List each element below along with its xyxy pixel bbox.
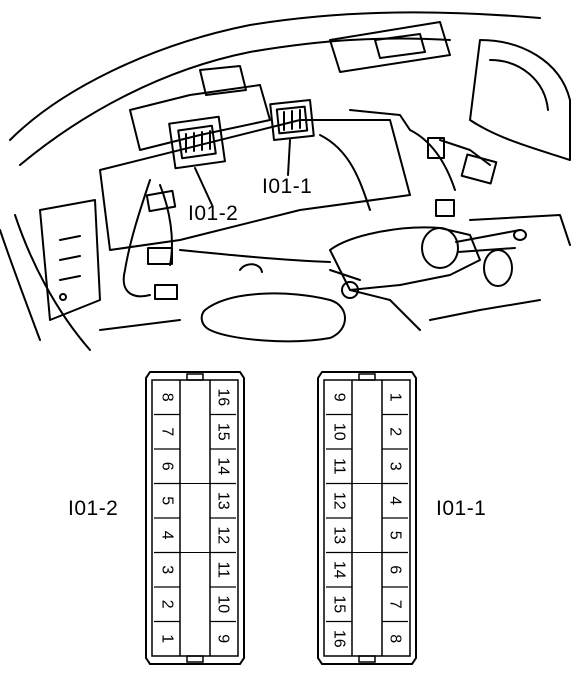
connector-i01-1-pin-14: 14: [331, 561, 348, 579]
connector-i01-1-pin-1: 1: [387, 393, 404, 402]
connector-i01-1-pin-11: 11: [331, 458, 348, 475]
connector-i01-2-pin-1: 1: [159, 634, 176, 643]
connector-i01-2-pin-2: 2: [159, 600, 176, 609]
connector-i01-2-pin-3: 3: [159, 565, 176, 574]
connector-i01-2-pin-8: 8: [159, 393, 176, 402]
connector-i01-1-latch-bottom: [358, 655, 376, 663]
connector-i01-1-pin-16: 16: [331, 630, 348, 648]
connector-i01-1-body: [317, 371, 417, 665]
connector-i01-2-pin-14: 14: [215, 457, 232, 475]
connector-i01-1-pin-3: 3: [387, 462, 404, 471]
connector-i01-2-latch-top: [186, 373, 204, 381]
connector-i01-2-pin-15: 15: [215, 423, 232, 441]
connector-i01-2-pin-7: 7: [159, 427, 176, 436]
dashboard-illustration: [0, 11, 571, 351]
connector-i01-2-pin-6: 6: [159, 462, 176, 471]
label-connector-i01-2: I01-2: [188, 202, 239, 225]
connector-i01-1-pin-4: 4: [387, 496, 404, 505]
connector-i01-1-pin-7: 7: [387, 600, 404, 609]
label-connector-i01-1: I01-1: [262, 175, 313, 198]
connector-i01-2-pin-10: 10: [215, 595, 232, 613]
label-right-connector: I01-1: [436, 497, 487, 520]
connector-i01-1-pin-13: 13: [331, 526, 348, 544]
connector-i01-1-pin-9: 9: [331, 393, 348, 402]
connector-i01-1-pin-10: 10: [331, 423, 348, 441]
connector-i01-2-pin-11: 11: [215, 561, 232, 578]
connector-i01-2-pin-9: 9: [215, 634, 232, 643]
connector-i01-1-pin-15: 15: [331, 595, 348, 613]
connector-i01-2-pin-13: 13: [215, 492, 232, 510]
connector-i01-2-pin-12: 12: [215, 526, 232, 544]
connector-i01-2-body: [145, 371, 245, 665]
connector-i01-1-pin-12: 12: [331, 492, 348, 510]
connector-i01-1-pin-8: 8: [387, 634, 404, 643]
connector-i01-1-latch-top: [358, 373, 376, 381]
connector-i01-2-pin-4: 4: [159, 531, 176, 540]
label-left-connector: I01-2: [68, 497, 119, 520]
connector-i01-2-pin-5: 5: [159, 496, 176, 505]
connector-i01-1-pin-2: 2: [387, 427, 404, 436]
connector-i01-2-latch-bottom: [186, 655, 204, 663]
connector-i01-2-pin-16: 16: [215, 388, 232, 406]
connector-i01-1-pin-6: 6: [387, 565, 404, 574]
connector-i01-1-pin-5: 5: [387, 531, 404, 540]
